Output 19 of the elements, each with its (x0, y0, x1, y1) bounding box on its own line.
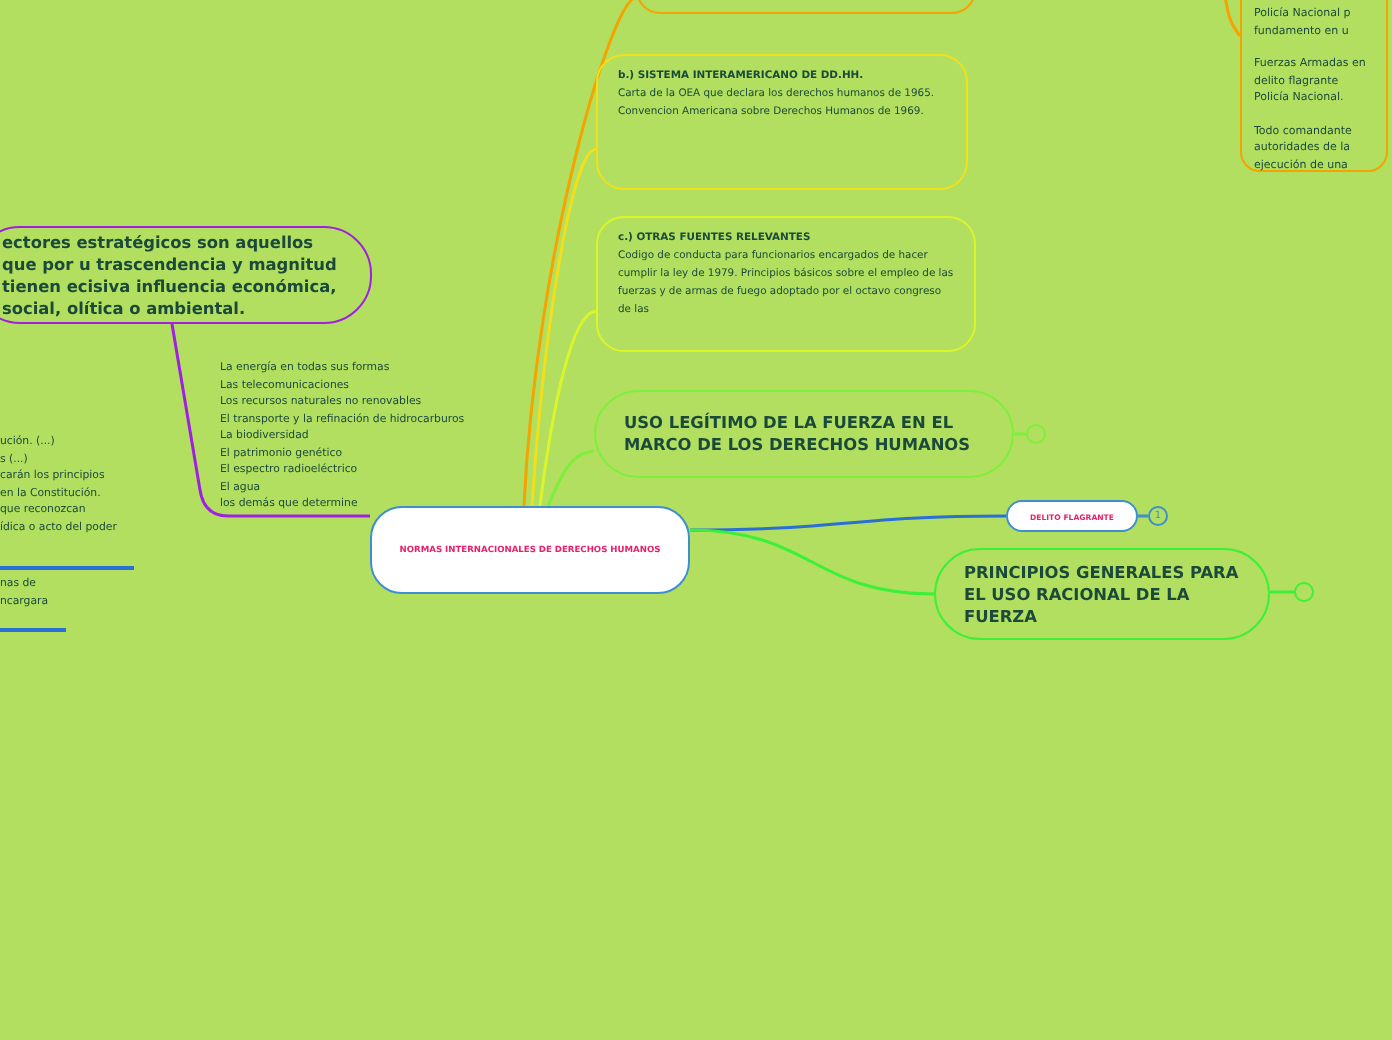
topic-box (0, 226, 372, 324)
connector-line (546, 450, 595, 507)
connector-line (538, 309, 597, 507)
connector-line (689, 528, 935, 596)
topic-box (1240, 0, 1388, 172)
topic-box (596, 54, 968, 190)
connector-line (522, 0, 637, 507)
connector-line (530, 147, 597, 507)
topic-box (596, 216, 976, 352)
topic-text: ectores estratégicos son aquellos que por u trascendencia y magnitud tienen ecisiva influencia económica, social, olítica o ambiental. (2, 231, 339, 319)
topic-box (370, 506, 690, 594)
connector-line (690, 514, 1006, 532)
connector-line (1222, 0, 1242, 37)
topic-box (594, 390, 1014, 478)
topic-box (934, 548, 1270, 640)
topic-text: PRINCIPIOS GENERALES PARA EL USO RACIONAL DE LA FUERZA (964, 561, 1240, 627)
connector-line (170, 323, 370, 518)
topic-text: USO LEGÍTIMO DE LA FUERZA EN EL MARCO DE LOS DERECHOS HUMANOS (624, 412, 973, 456)
topic-box (1006, 500, 1138, 532)
